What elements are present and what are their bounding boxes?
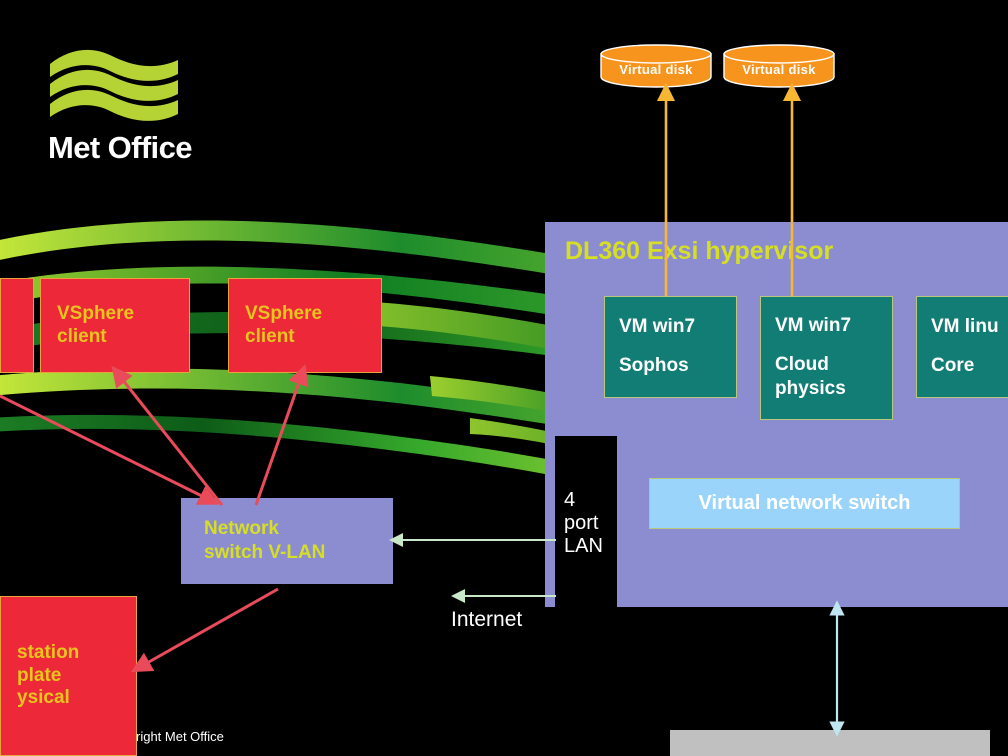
- virtual-disk-1[interactable]: Virtual disk: [600, 44, 712, 88]
- virtual-disk-2[interactable]: Virtual disk: [723, 44, 835, 88]
- lan-line-2: port: [564, 512, 599, 534]
- lan-line-3: LAN: [564, 535, 603, 557]
- met-office-logo: Met Office: [48, 44, 198, 169]
- hypervisor-title: DL360 Exsi hypervisor: [565, 237, 834, 265]
- arrow-left-partial-to-switch: [0, 394, 220, 505]
- arrow-workstation-to-switch: [130, 587, 279, 673]
- vm-linux-core-name: VM linu: [931, 316, 999, 338]
- arrow-switch-to-vsphere2: [254, 364, 309, 506]
- arrow-vsphere1-to-switch: [111, 365, 224, 506]
- met-office-logo-text: Met Office: [48, 130, 192, 165]
- network-switch-vlan-line1: Network: [204, 518, 279, 540]
- vsphere-client-2-line1: VSphere: [245, 302, 323, 324]
- workstation-line3: ysical: [17, 687, 70, 709]
- copyright-footer: right Met Office: [136, 729, 224, 744]
- cylinder-icon: [723, 44, 835, 88]
- vm-win7-sophos-app: Sophos: [619, 355, 689, 376]
- vsphere-client-partial-left[interactable]: [0, 278, 34, 373]
- virtual-network-switch[interactable]: Virtual network switch: [649, 478, 960, 529]
- workstation-template-physical[interactable]: station plate ysical: [0, 596, 137, 756]
- lan-line-1: 4: [564, 489, 576, 511]
- network-switch-vlan[interactable]: Network switch V-LAN: [181, 498, 393, 584]
- bottom-grey-box[interactable]: [670, 730, 990, 756]
- vm-linux-core-app: Core: [931, 355, 975, 376]
- vm-win7-cloud-physics-name: VM win7: [775, 314, 852, 336]
- cylinder-icon: [600, 44, 712, 88]
- vm-win7-sophos-name: VM win7: [619, 316, 696, 338]
- vm-win7-sophos[interactable]: VM win7 Sophos: [604, 296, 737, 398]
- vsphere-client-1[interactable]: VSphere client: [40, 278, 190, 373]
- internet-label: Internet: [451, 608, 523, 631]
- workstation-line1: station: [17, 641, 80, 663]
- virtual-disk-1-label: Virtual disk: [619, 62, 693, 77]
- virtual-network-switch-label: Virtual network switch: [698, 492, 911, 514]
- vsphere-client-2-line2: client: [245, 325, 295, 347]
- network-switch-vlan-line2: switch V-LAN: [204, 542, 326, 563]
- virtual-disk-2-label: Virtual disk: [742, 62, 816, 77]
- vsphere-client-2[interactable]: VSphere client: [228, 278, 382, 373]
- met-office-wave-icon: [50, 49, 178, 121]
- vm-win7-cloud-physics-app: Cloud physics: [775, 353, 846, 400]
- vsphere-client-1-line1: VSphere: [57, 302, 135, 324]
- four-port-lan[interactable]: 4 port LAN: [555, 436, 617, 611]
- vsphere-client-1-line2: client: [57, 325, 107, 347]
- vm-win7-cloud-physics[interactable]: VM win7 Cloud physics: [760, 296, 893, 420]
- vm-linux-core[interactable]: VM linu Core: [916, 296, 1008, 398]
- workstation-line2: plate: [17, 664, 62, 686]
